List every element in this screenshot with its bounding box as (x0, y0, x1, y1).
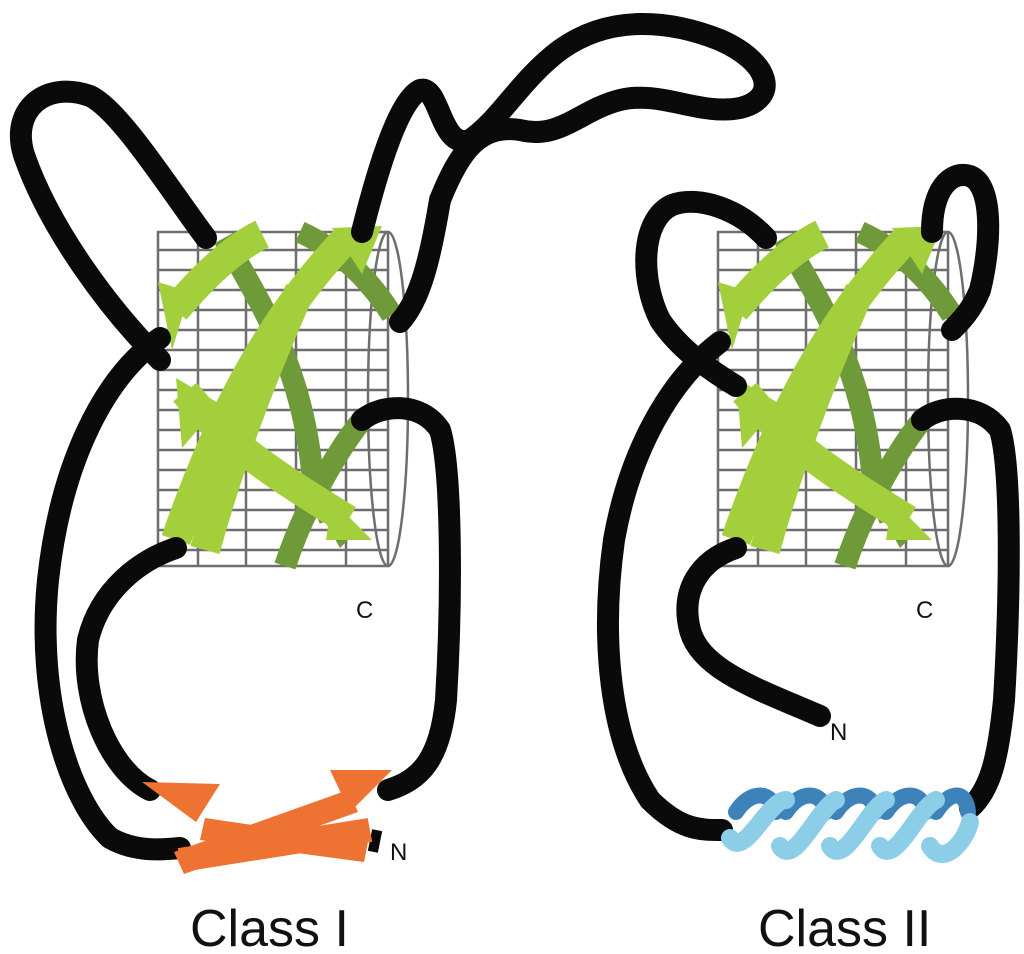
class-i-c-label: C (356, 597, 373, 624)
class-i-structure: C N Class I (9, 13, 776, 954)
class-i-n-label: N (390, 839, 407, 866)
class-ii-c-label: C (916, 597, 933, 624)
class-i-caption: Class I (190, 900, 349, 954)
class-ii-arrowhead-left-lower (736, 378, 780, 448)
class-i-beta-sheet (142, 770, 392, 874)
class-i-arrowhead-left-upper (158, 282, 190, 350)
class-i-arrowhead-left-lower (176, 378, 220, 448)
class-ii-loops (597, 164, 1020, 841)
class-ii-arrowhead-left-upper (718, 282, 750, 350)
class-ii-arrowhead-right (886, 500, 932, 540)
class-ii-structure: C N Class II (597, 164, 1020, 954)
class-i-arrowhead-right (326, 500, 372, 540)
class-ii-n-label: N (830, 719, 847, 746)
class-ii-helix (721, 787, 979, 863)
class-i-loops (9, 13, 776, 861)
class-ii-caption: Class II (758, 900, 931, 954)
